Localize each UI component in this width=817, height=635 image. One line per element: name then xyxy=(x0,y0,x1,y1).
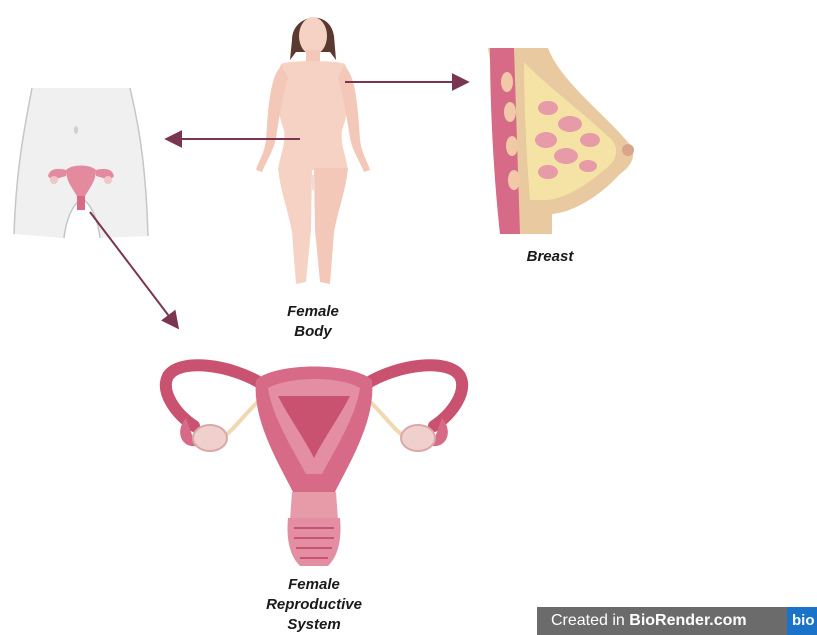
label-repro-line3: System xyxy=(244,615,384,635)
label-female-body: Female Body xyxy=(273,302,353,342)
label-breast: Breast xyxy=(505,247,595,267)
label-female-body-line1: Female xyxy=(273,302,353,322)
watermark-prefix: Created in xyxy=(537,612,629,629)
pelvis-illustration xyxy=(14,88,148,238)
watermark-brand: BioRender.com xyxy=(629,612,746,629)
label-female-body-line2: Body xyxy=(273,322,353,342)
reproductive-system-illustration xyxy=(166,365,462,566)
female-body-figure xyxy=(256,17,370,284)
biorender-logo-icon: bio xyxy=(787,607,817,635)
biorender-watermark-badge[interactable]: Created in BioRender.com bio xyxy=(537,607,817,635)
breast-illustration xyxy=(488,48,634,234)
label-repro-line1: Female xyxy=(244,575,384,595)
label-repro-line2: Reproductive xyxy=(244,595,384,615)
label-female-reproductive-system: Female Reproductive System xyxy=(244,575,384,635)
